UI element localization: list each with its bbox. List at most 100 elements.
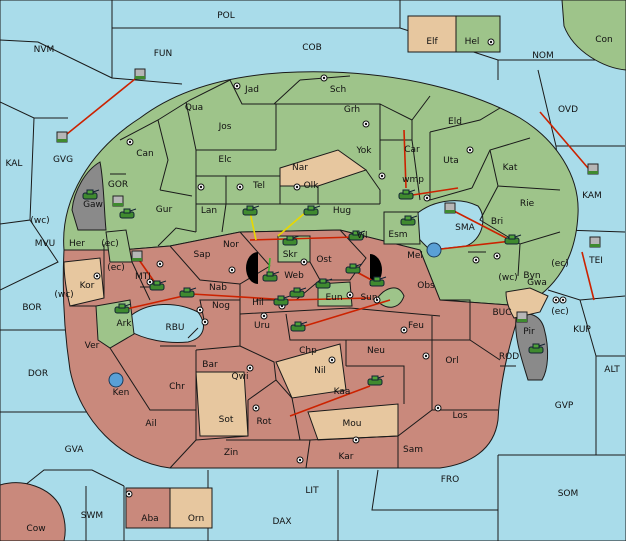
territory-label: GVP [555,401,574,411]
territory-label: Jad [244,85,259,95]
territory-label: Zin [224,448,238,458]
army-unit-icon[interactable] [290,321,308,332]
territory-label: Gwa [527,278,547,288]
territory-label: BUC [492,308,511,318]
territory-label: ALT [604,365,620,375]
territory-label: GOR [108,180,128,190]
units-layer[interactable] [56,68,601,386]
supply-center-dot-icon [128,140,132,144]
territory-kor[interactable] [63,257,105,307]
territory-gwa[interactable] [505,287,549,319]
territory-label: (wc) [54,290,73,300]
fleet-unit-icon[interactable] [444,202,456,214]
supply-center-dot-icon [127,492,131,496]
army-unit-icon[interactable] [398,189,416,200]
supply-center-dot-icon [380,174,384,178]
army-unit-icon[interactable] [282,235,300,246]
territory-label: MTI [135,272,151,282]
territory-label: Ark [116,319,132,329]
territory-label: Hil [252,298,264,308]
territory-label: Neu [367,346,385,356]
army-unit-icon[interactable] [504,234,522,245]
territory-label: Ail [145,419,156,429]
fleet-unit-icon[interactable] [134,68,146,80]
territory-label: Gur [156,205,173,215]
sea-rbu[interactable] [127,303,204,343]
army-unit-icon[interactable] [119,208,137,219]
territory-label: Grh [344,105,360,115]
supply-center-dot-icon [199,185,203,189]
fleet-unit-icon[interactable] [131,250,143,262]
territory-label: Tel [252,181,265,191]
territory-label: Feu [408,321,424,331]
army-unit-icon[interactable] [289,287,307,298]
territory-label: Yok [355,146,372,156]
fleet-unit-icon[interactable] [587,163,599,175]
territory-label: Elf [426,37,438,47]
territory-label: Mel [407,251,423,261]
supply-center-dot-icon [158,262,162,266]
army-unit-icon[interactable] [367,375,385,386]
army-unit-icon[interactable] [315,278,333,289]
supply-centers [93,38,567,498]
territory-label: Kat [503,163,518,173]
territory-label: TEI [588,256,603,266]
fleet-unit-icon[interactable] [516,311,528,323]
army-unit-icon[interactable] [262,271,280,282]
territory-label: (ec) [101,239,119,249]
army-unit-icon[interactable] [303,205,321,216]
territory-label: Byn [523,271,540,281]
territory-orn[interactable] [169,487,213,529]
territory-label: (ec) [107,263,125,273]
territory-label: Skr [283,250,298,260]
territory-label: Orn [188,514,204,524]
territory-label: OVD [558,105,578,115]
territory-label: KUP [573,325,591,335]
army-unit-icon[interactable] [179,287,197,298]
army-unit-icon[interactable] [273,295,291,306]
supply-center-dot-icon [262,314,266,318]
territory-label: MVU [35,239,56,249]
army-unit-icon[interactable] [149,280,167,291]
fleet-unit-icon[interactable] [589,236,601,248]
fleet-unit-icon[interactable] [112,195,124,207]
army-unit-icon[interactable] [82,189,100,200]
territory-label: Chr [169,382,185,392]
continent-south[interactable] [62,229,523,469]
territory-label: Rot [257,417,272,427]
territory-label: (ec) [551,259,569,269]
territory-cow[interactable] [0,482,66,541]
territory-label: (wc) [30,216,49,226]
territory-label: SOM [558,489,579,499]
territory-label: Mou [343,419,362,429]
territory-label: Orl [445,356,458,366]
territory-label: Nil [314,366,326,376]
territory-label: DOR [28,369,48,379]
territory-label: Kor [80,281,95,291]
territory-nil[interactable] [275,343,347,399]
territory-label: (wc) [498,273,517,283]
army-unit-icon[interactable] [400,215,418,226]
territory-label: Nar [292,163,308,173]
territory-label: Her [69,239,85,249]
territory-label: Esm [388,230,407,240]
army-unit-icon[interactable] [345,263,363,274]
army-unit-icon[interactable] [114,303,132,314]
supply-center-dot-icon [295,185,299,189]
territory-label: DAX [272,517,291,527]
fleet-unit-icon[interactable] [56,131,68,143]
territory-label: Los [452,411,467,421]
army-unit-icon[interactable] [528,343,546,354]
army-unit-icon[interactable] [242,205,260,216]
territory-label: Ost [316,255,332,265]
territory-label: Sam [403,445,423,455]
territory-label: SMA [455,223,475,233]
supply-center-dot-icon [364,122,368,126]
army-unit-icon[interactable] [348,230,366,241]
territory-label: Eun [325,293,342,303]
territory-label: FUN [154,49,173,59]
army-unit-icon[interactable] [369,276,387,287]
territory-label: COB [302,43,322,53]
